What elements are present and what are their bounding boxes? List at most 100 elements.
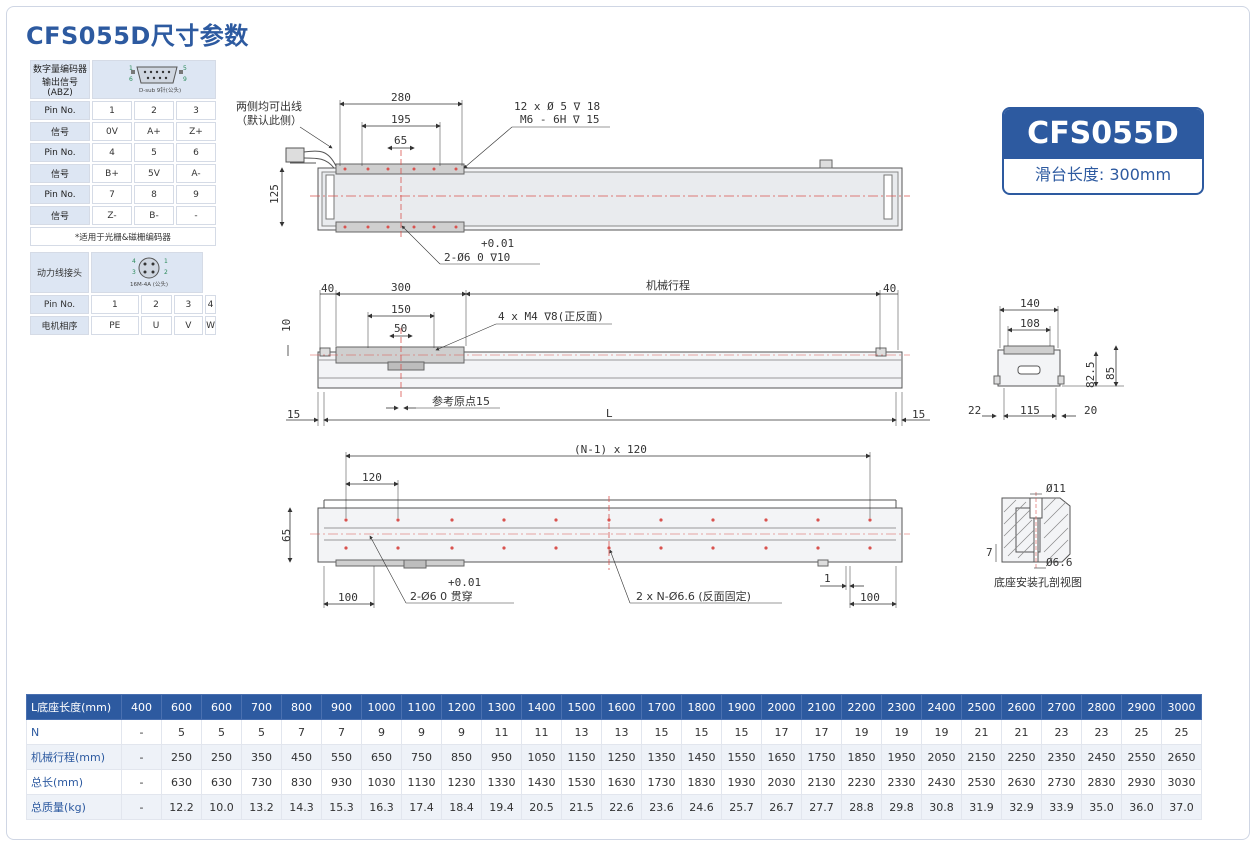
spec-cell: 550: [321, 744, 362, 770]
spec-cell: 1330: [481, 769, 522, 795]
spec-cell: 17: [801, 719, 842, 745]
dim-125: 125: [268, 184, 281, 204]
spec-cell: 29.8: [881, 794, 922, 820]
row-label: 信号: [30, 206, 90, 225]
spec-cell: 2350: [1041, 744, 1082, 770]
section-caption: 底座安装孔剖视图: [994, 575, 1082, 589]
spec-cell: 16.3: [361, 794, 402, 820]
spec-cell: 14.3: [281, 794, 322, 820]
spec-column-header: 1000: [361, 694, 402, 720]
spec-cell: 27.7: [801, 794, 842, 820]
spec-cell: 1950: [881, 744, 922, 770]
spec-cell: 17.4: [401, 794, 442, 820]
spec-cell: 2430: [921, 769, 962, 795]
spec-cell: 5: [201, 719, 242, 745]
spec-cell: 1930: [721, 769, 762, 795]
cell: 2: [140, 295, 172, 314]
dim-65-bottom: 65: [280, 529, 293, 542]
motor-pin-2-label: 2: [164, 269, 168, 276]
spec-cell: 18.4: [441, 794, 482, 820]
spec-cell: 1350: [641, 744, 682, 770]
dim-82-5: 82.5: [1084, 362, 1097, 389]
spec-column-header: 1300: [481, 694, 522, 720]
spec-cell: 15: [681, 719, 722, 745]
spec-column-header: 2300: [881, 694, 922, 720]
spec-column-header: 2400: [921, 694, 962, 720]
spec-cell: 13: [561, 719, 602, 745]
end-view: 140 108 82.5 85 22 115 20: [968, 297, 1124, 420]
dim-300: 300: [391, 281, 411, 294]
spec-cell: 10.0: [201, 794, 242, 820]
spec-cell: 1050: [521, 744, 562, 770]
spec-cell: 22.6: [601, 794, 642, 820]
spec-row-label: 总质量(kg): [26, 794, 122, 820]
spec-cell: 2250: [1001, 744, 1042, 770]
dim-40-left: 40: [321, 282, 334, 295]
dim-65-top: 65: [394, 134, 407, 147]
cell: U: [140, 316, 172, 335]
spec-column-header: 2700: [1041, 694, 1082, 720]
spec-cell: 1150: [561, 744, 602, 770]
dim-d6-6: Ø6.6: [1046, 556, 1073, 569]
spec-column-header: 900: [321, 694, 362, 720]
spec-cell: 2650: [1161, 744, 1202, 770]
row-label: Pin No.: [30, 101, 90, 120]
spec-cell: 1130: [401, 769, 442, 795]
dim-280: 280: [391, 91, 411, 104]
pin-spec-bottom: 2-Ø6 0 贯穿: [410, 589, 473, 603]
badge-model: CFS055D: [1004, 109, 1202, 159]
spec-column-header: 1100: [401, 694, 442, 720]
dim-108: 108: [1020, 317, 1040, 330]
spec-cell: 1650: [761, 744, 802, 770]
cell: 5V: [134, 164, 174, 183]
holes-note-1: 12 x Ø 5 ∇ 18: [514, 100, 600, 113]
motor-connector-cell: 4 3 1 2 16M-4A (公头): [91, 252, 204, 293]
spec-cell: 37.0: [1161, 794, 1202, 820]
spec-cell: 2330: [881, 769, 922, 795]
dim-140: 140: [1020, 297, 1040, 310]
cable-note-2: （默认此侧）: [236, 114, 302, 127]
row-label: 信号: [30, 164, 90, 183]
stroke-label: 机械行程: [646, 278, 690, 292]
spec-cell: 750: [401, 744, 442, 770]
dim-20: 20: [1084, 404, 1097, 417]
cell: PE: [91, 316, 139, 335]
cell: 7: [92, 185, 132, 204]
spec-cell: -: [121, 719, 162, 745]
row-label: Pin No.: [30, 295, 90, 314]
spec-cell: 26.7: [761, 794, 802, 820]
spec-cell: 2450: [1081, 744, 1122, 770]
spec-cell: 25: [1161, 719, 1202, 745]
motor-pin-1-label: 1: [164, 258, 168, 265]
dim-15-right: 15: [912, 408, 925, 421]
spec-column-header: 1400: [521, 694, 562, 720]
cell: 3: [173, 295, 204, 314]
dim-120: 120: [362, 471, 382, 484]
cell: 2: [134, 101, 174, 120]
spec-cell: 250: [201, 744, 242, 770]
cell: 0V: [92, 122, 132, 141]
encoder-header-line1: 数字量编码器: [32, 64, 87, 75]
spec-cell: 2130: [801, 769, 842, 795]
spec-column-header: 600: [161, 694, 202, 720]
dsub-label: D-sub 9针(公头): [139, 86, 181, 94]
spec-cell: 13.2: [241, 794, 282, 820]
spec-cell: 15.3: [321, 794, 362, 820]
spec-cell: 12.2: [161, 794, 202, 820]
spec-column-header: 2500: [961, 694, 1002, 720]
spec-cell: 1830: [681, 769, 722, 795]
cell: 1: [91, 295, 139, 314]
spec-cell: 630: [201, 769, 242, 795]
row-label: 电机相序: [30, 316, 90, 335]
spec-column-header: 3000: [1161, 694, 1202, 720]
spec-cell: 35.0: [1081, 794, 1122, 820]
spec-column-header: 2000: [761, 694, 802, 720]
spec-column-header: 2900: [1121, 694, 1162, 720]
spec-cell: 2030: [761, 769, 802, 795]
spec-cell: 1530: [561, 769, 602, 795]
